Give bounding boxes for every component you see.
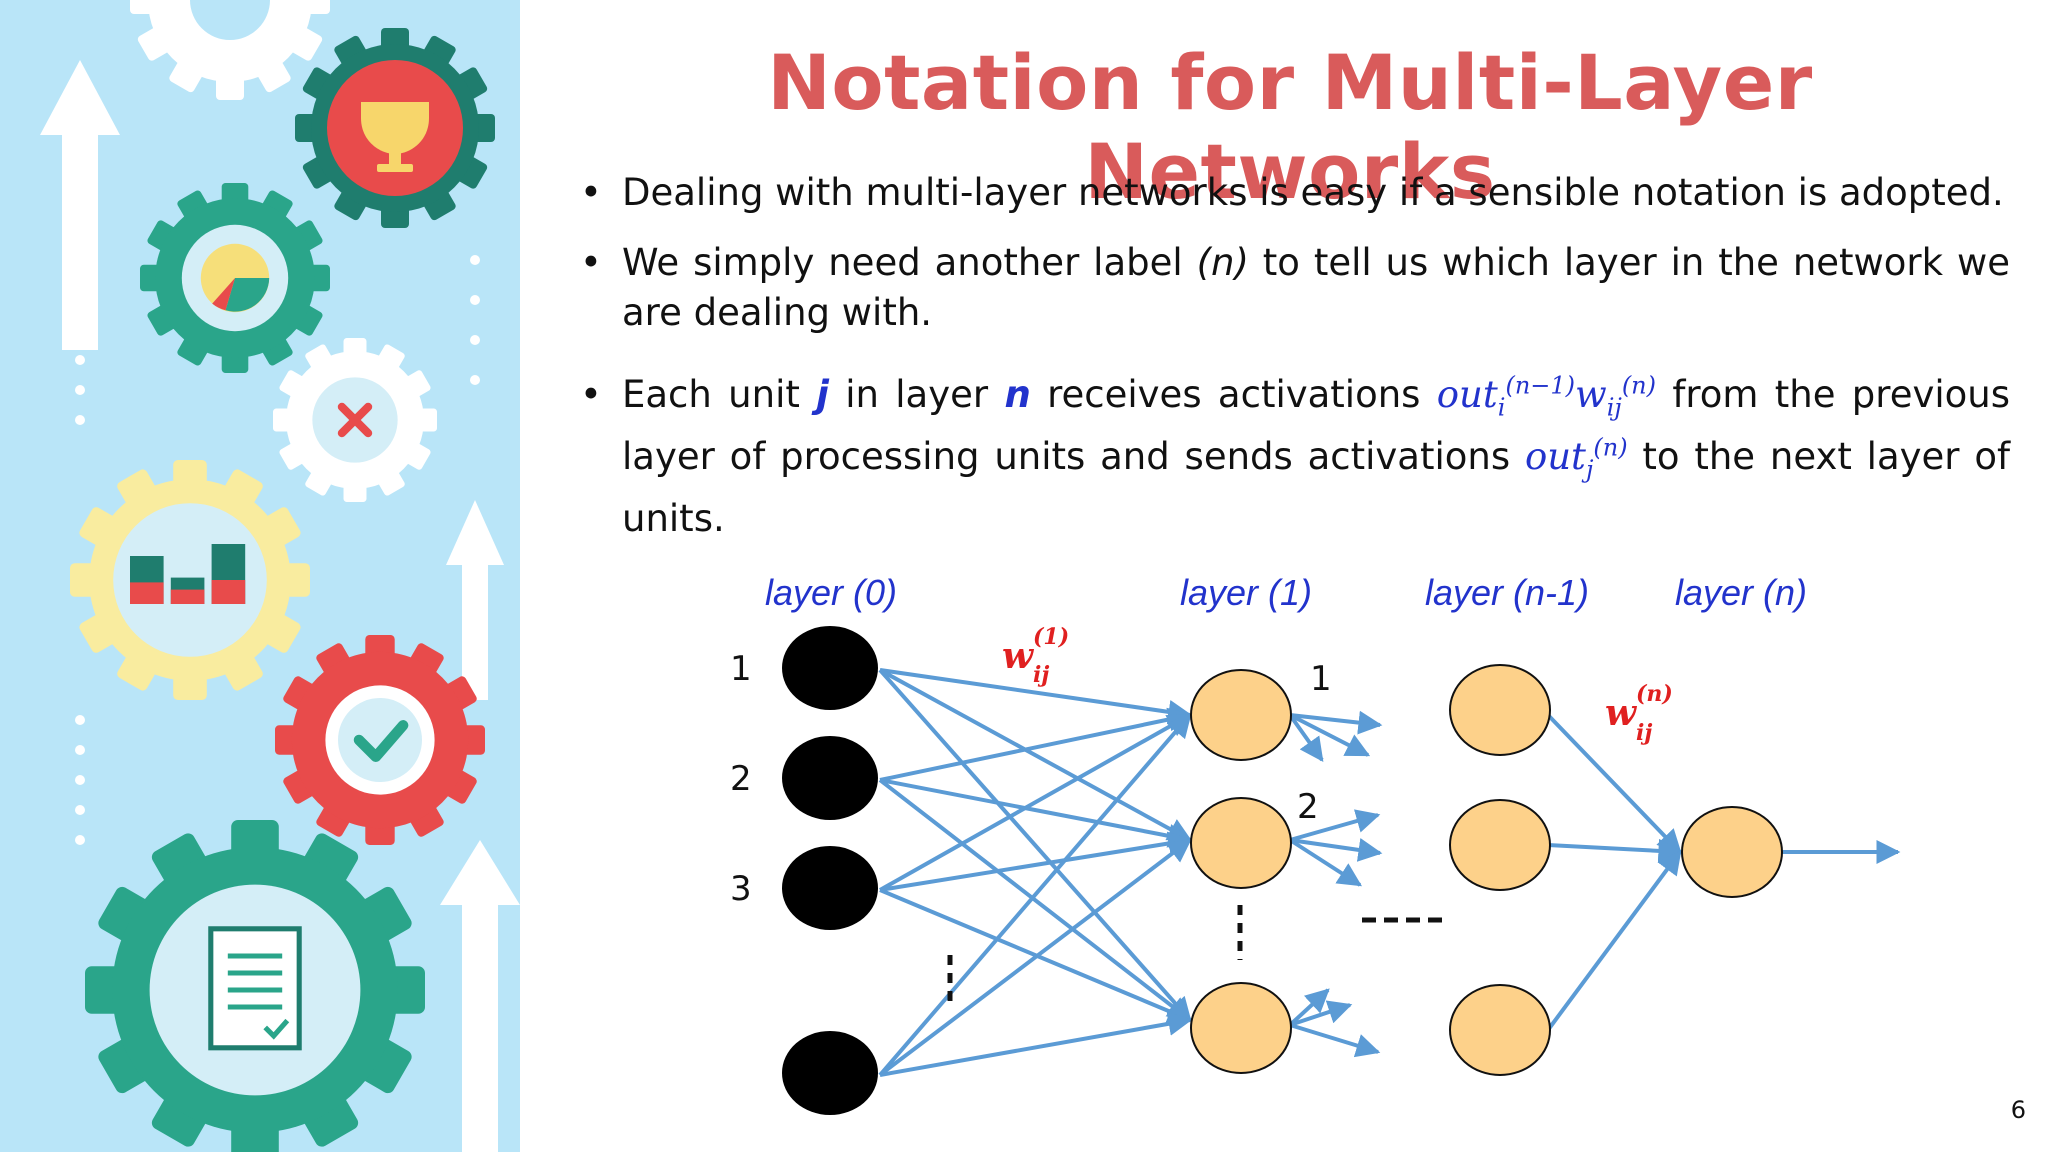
bullet-text: in layer [828,373,1005,416]
bullet-dot: • [580,241,602,284]
bullet-list: • Dealing with multi-layer networks is e… [580,168,2010,550]
edge-group-layern1-to-layern [1546,713,1901,1032]
output-node [1681,806,1783,898]
weight-label-layern: w (n) ij [1605,681,1673,746]
side-decoration-panel [0,0,520,1152]
bullet-text: from the previous layer of processing un… [622,373,2010,478]
svg-text:(n): (n) [1636,681,1673,707]
hidden-node [1449,984,1551,1076]
hidden-node [1190,982,1292,1074]
hidden-layer-1 [1190,669,1292,1074]
input-node-number: 2 [730,759,752,799]
bullet-text: to the next layer of units. [622,435,2010,540]
close-icon [337,402,373,438]
edge-group-layer0-to-layer1 [878,668,1193,1077]
bullet-item: • We simply need another label (n) to te… [580,238,2010,338]
layer-label-n: (n) [1196,241,1249,284]
pie-chart-icon [200,243,270,313]
bullet-item: • Each unit j in layer n receives activa… [580,364,2010,550]
bullet-item: • Dealing with multi-layer networks is e… [580,168,2010,218]
hidden-node [1190,797,1292,889]
svg-text:(1): (1) [1033,624,1069,650]
svg-text:w: w [1605,692,1638,734]
gear-icon [140,183,330,373]
up-arrow-icon [440,840,520,1152]
network-diagram: layer (0) layer (1) layer (n-1) layer (n… [700,560,1940,1120]
gear-icon [295,28,495,228]
gear-icon [275,635,485,845]
hidden-node-number: 1 [1310,659,1332,699]
gear-icon [84,820,425,1152]
bullet-text: We simply need another label [622,241,1197,284]
checkmark-icon [353,720,409,763]
layer-label: layer (1) [1180,572,1312,613]
layer-label: layer (n-1) [1425,572,1589,613]
trophy-icon [361,102,429,172]
gear-icon [273,338,437,502]
hidden-node [1449,664,1551,756]
bullet-text: to tell us which layer in the network we… [622,241,2010,334]
slide-title: Notation for Multi-Layer Networks [767,38,1813,216]
page-number: 6 [2010,1096,2026,1124]
hidden-node [1190,669,1292,761]
layer-variable-n: n [1004,373,1031,416]
gear-icon [69,460,310,700]
math-w-ij: wij(n) [1575,371,1656,422]
bullet-text: receives activations [1030,373,1437,416]
weight-label-layer1: w (1) ij [1002,624,1069,688]
input-node-number: 1 [730,649,752,689]
up-arrow-icon [40,60,120,350]
input-node [782,1031,878,1115]
layer-label: layer (0) [765,572,897,613]
unit-variable-j: j [816,373,829,416]
math-out-j: outj(n) [1524,433,1628,484]
svg-text:ij: ij [1033,662,1049,688]
hidden-node-number: 2 [1297,787,1319,827]
input-layer [782,626,878,1115]
gear-icon [130,0,330,100]
bullet-text: Dealing with multi-layer networks is eas… [622,171,2004,214]
bullet-text: Each unit [622,373,817,416]
input-node-number: 3 [730,869,752,909]
edge-group-layer1-outgoing [1288,710,1383,1058]
up-arrow-icon [446,500,504,700]
clipboard-icon [208,926,302,1051]
hidden-layer-n-minus-1 [1449,664,1551,1076]
svg-text:ij: ij [1636,720,1652,746]
input-node [782,736,878,820]
math-out-i: outi(n−1) [1436,371,1576,422]
bullet-dot: • [580,171,602,214]
layer-label: layer (n) [1675,572,1807,613]
hidden-node [1449,799,1551,891]
input-node [782,626,878,710]
bullet-dot: • [580,373,602,416]
svg-text:w: w [1002,635,1035,677]
bar-chart-icon [130,544,246,604]
input-node [782,846,878,930]
